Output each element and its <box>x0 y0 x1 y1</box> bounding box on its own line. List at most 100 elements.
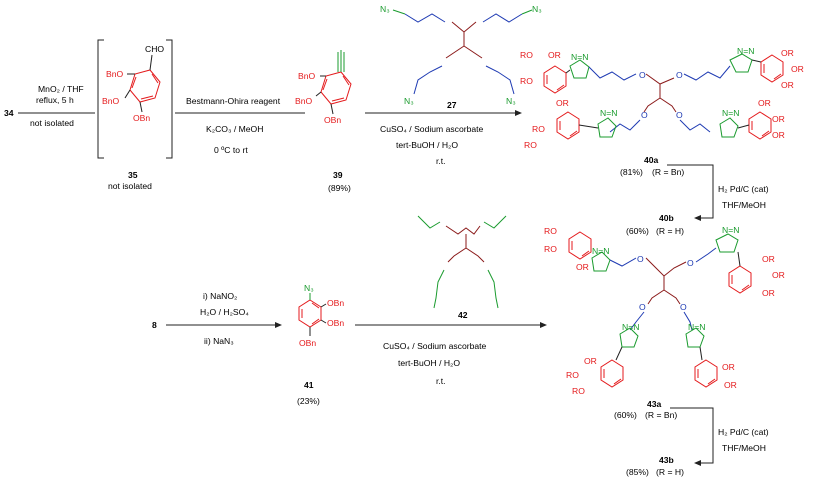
arrow-43a-to-43b <box>670 407 714 464</box>
compound-label-27: 27 <box>447 100 457 110</box>
compound-43a-yield: (60%) <box>614 410 637 420</box>
compound-39-yield: (89%) <box>328 183 351 193</box>
o-label-40a-2: O <box>676 70 683 80</box>
compound-label-41: 41 <box>304 380 314 390</box>
n3-label-27-tr: N₃ <box>532 4 542 14</box>
compound-label-40b: 40b <box>659 213 674 223</box>
n3-label-27-tl: N₃ <box>380 4 390 14</box>
compound-label-42: 42 <box>458 310 468 320</box>
o-label-43a-1: O <box>637 254 644 264</box>
structure-27 <box>392 9 533 95</box>
triazole-label-40a-4: N=N <box>722 108 740 118</box>
condition-step1-line2: reflux, 5 h <box>36 95 74 105</box>
condition-step4-line2: THF/MeOH <box>722 200 766 210</box>
n3-label-41: N₃ <box>304 283 314 293</box>
arrow-40a-to-40b <box>667 164 714 219</box>
compound-label-8: 8 <box>152 320 157 330</box>
or-label-40a-5: OR <box>556 98 569 108</box>
or-label-43a-4: OR <box>762 288 775 298</box>
obn-label-35c: OBn <box>133 113 151 123</box>
ring-35 <box>124 54 161 113</box>
o-label-40a-1: O <box>639 70 646 80</box>
condition-step7-line1: H₂ Pd/C (cat) <box>718 427 769 437</box>
condition-step2-line1: Bestmann-Ohira reagent <box>186 96 281 106</box>
triazole-label-43a-1: N=N <box>592 246 610 256</box>
bno-label-39b: BnO <box>295 96 313 106</box>
condition-step1-line1: MnO₂ / THF <box>38 84 84 94</box>
triazole-label-40a-1: N=N <box>571 52 589 62</box>
or-label-40a-3: OR <box>791 64 804 74</box>
triazole-label-43a-2: N=N <box>722 225 740 235</box>
bno-label-39a: BnO <box>298 71 316 81</box>
condition-step3-line3: r.t. <box>436 156 446 166</box>
compound-label-40a: 40a <box>644 155 659 165</box>
condition-step6-line2: tert-BuOH / H₂O <box>398 358 461 368</box>
condition-step6-line3: r.t. <box>436 376 446 386</box>
n3-label-27-bl: N₃ <box>404 96 414 106</box>
or-label-43a-2: OR <box>762 254 775 264</box>
or-label-40a-2: OR <box>781 48 794 58</box>
reaction-arrows <box>18 110 714 466</box>
or-label-43a-5: OR <box>584 356 597 366</box>
n3-label-27-br: N₃ <box>506 96 516 106</box>
o-label-43a-4: O <box>680 302 687 312</box>
ro-label-40a-3: RO <box>532 124 545 134</box>
or-label-40a-8: OR <box>772 130 785 140</box>
ro-label-40a-4: RO <box>524 140 537 150</box>
bno-label-35b: BnO <box>102 96 120 106</box>
o-label-40a-3: O <box>641 110 648 120</box>
or-label-43a-6: OR <box>722 362 735 372</box>
structure-42 <box>417 215 507 309</box>
compound-43b-r: (R = H) <box>656 467 684 477</box>
ro-label-40a-1: RO <box>520 50 533 60</box>
triazole-label-43a-4: N=N <box>688 322 706 332</box>
ring-41 <box>298 293 327 336</box>
structure-43a <box>568 231 752 388</box>
ring-39 <box>315 50 352 115</box>
triazole-label-40a-2: N=N <box>737 46 755 56</box>
condition-step5-line1: i) NaNO₂ <box>203 291 238 301</box>
o-label-43a-2: O <box>687 258 694 268</box>
compound-43b-yield: (85%) <box>626 467 649 477</box>
bno-label-35a: BnO <box>106 69 124 79</box>
compound-label-43b: 43b <box>659 455 674 465</box>
brackets-35 <box>97 39 173 159</box>
compound-label-43a: 43a <box>647 399 662 409</box>
triazole-label-43a-3: N=N <box>622 322 640 332</box>
obn-label-39c: OBn <box>324 115 342 125</box>
or-label-43a-7: OR <box>724 380 737 390</box>
compound-label-34: 34 <box>4 108 14 118</box>
condition-step7-line2: THF/MeOH <box>722 443 766 453</box>
cho-label: CHO <box>145 44 165 54</box>
compound-43a-r: (R = Bn) <box>645 410 678 420</box>
or-label-40a-4: OR <box>781 80 794 90</box>
structure-40a <box>543 53 784 140</box>
compound-40a-r: (R = Bn) <box>652 167 685 177</box>
compound-label-35: 35 <box>128 170 138 180</box>
condition-step5-line3: ii) NaN₃ <box>204 336 234 346</box>
compound-40b-yield: (60%) <box>626 226 649 236</box>
triazole-label-40a-3: N=N <box>600 108 618 118</box>
condition-step2-line3: 0 ºC to rt <box>214 145 248 155</box>
condition-step1-line3: not isolated <box>30 118 74 128</box>
condition-step5-line2: H₂O / H₂SO₄ <box>200 307 249 317</box>
compound-label-39: 39 <box>333 170 343 180</box>
or-label-40a-1: OR <box>548 50 561 60</box>
compound-40a-yield: (81%) <box>620 167 643 177</box>
ro-label-43a-4: RO <box>572 386 585 396</box>
compound-41-yield: (23%) <box>297 396 320 406</box>
obn-label-41b: OBn <box>327 318 345 328</box>
ro-label-43a-2: RO <box>544 244 557 254</box>
obn-label-41a: OBn <box>327 298 345 308</box>
or-label-43a-1: OR <box>576 262 589 272</box>
ro-label-40a-2: RO <box>520 76 533 86</box>
condition-step4-line1: H₂ Pd/C (cat) <box>718 184 769 194</box>
ro-label-43a-3: RO <box>566 370 579 380</box>
or-label-40a-6: OR <box>758 98 771 108</box>
o-label-43a-3: O <box>639 302 646 312</box>
compound-35-note: not isolated <box>108 181 152 191</box>
or-label-40a-7: OR <box>772 114 785 124</box>
compound-40b-r: (R = H) <box>656 226 684 236</box>
ro-label-43a-1: RO <box>544 226 557 236</box>
